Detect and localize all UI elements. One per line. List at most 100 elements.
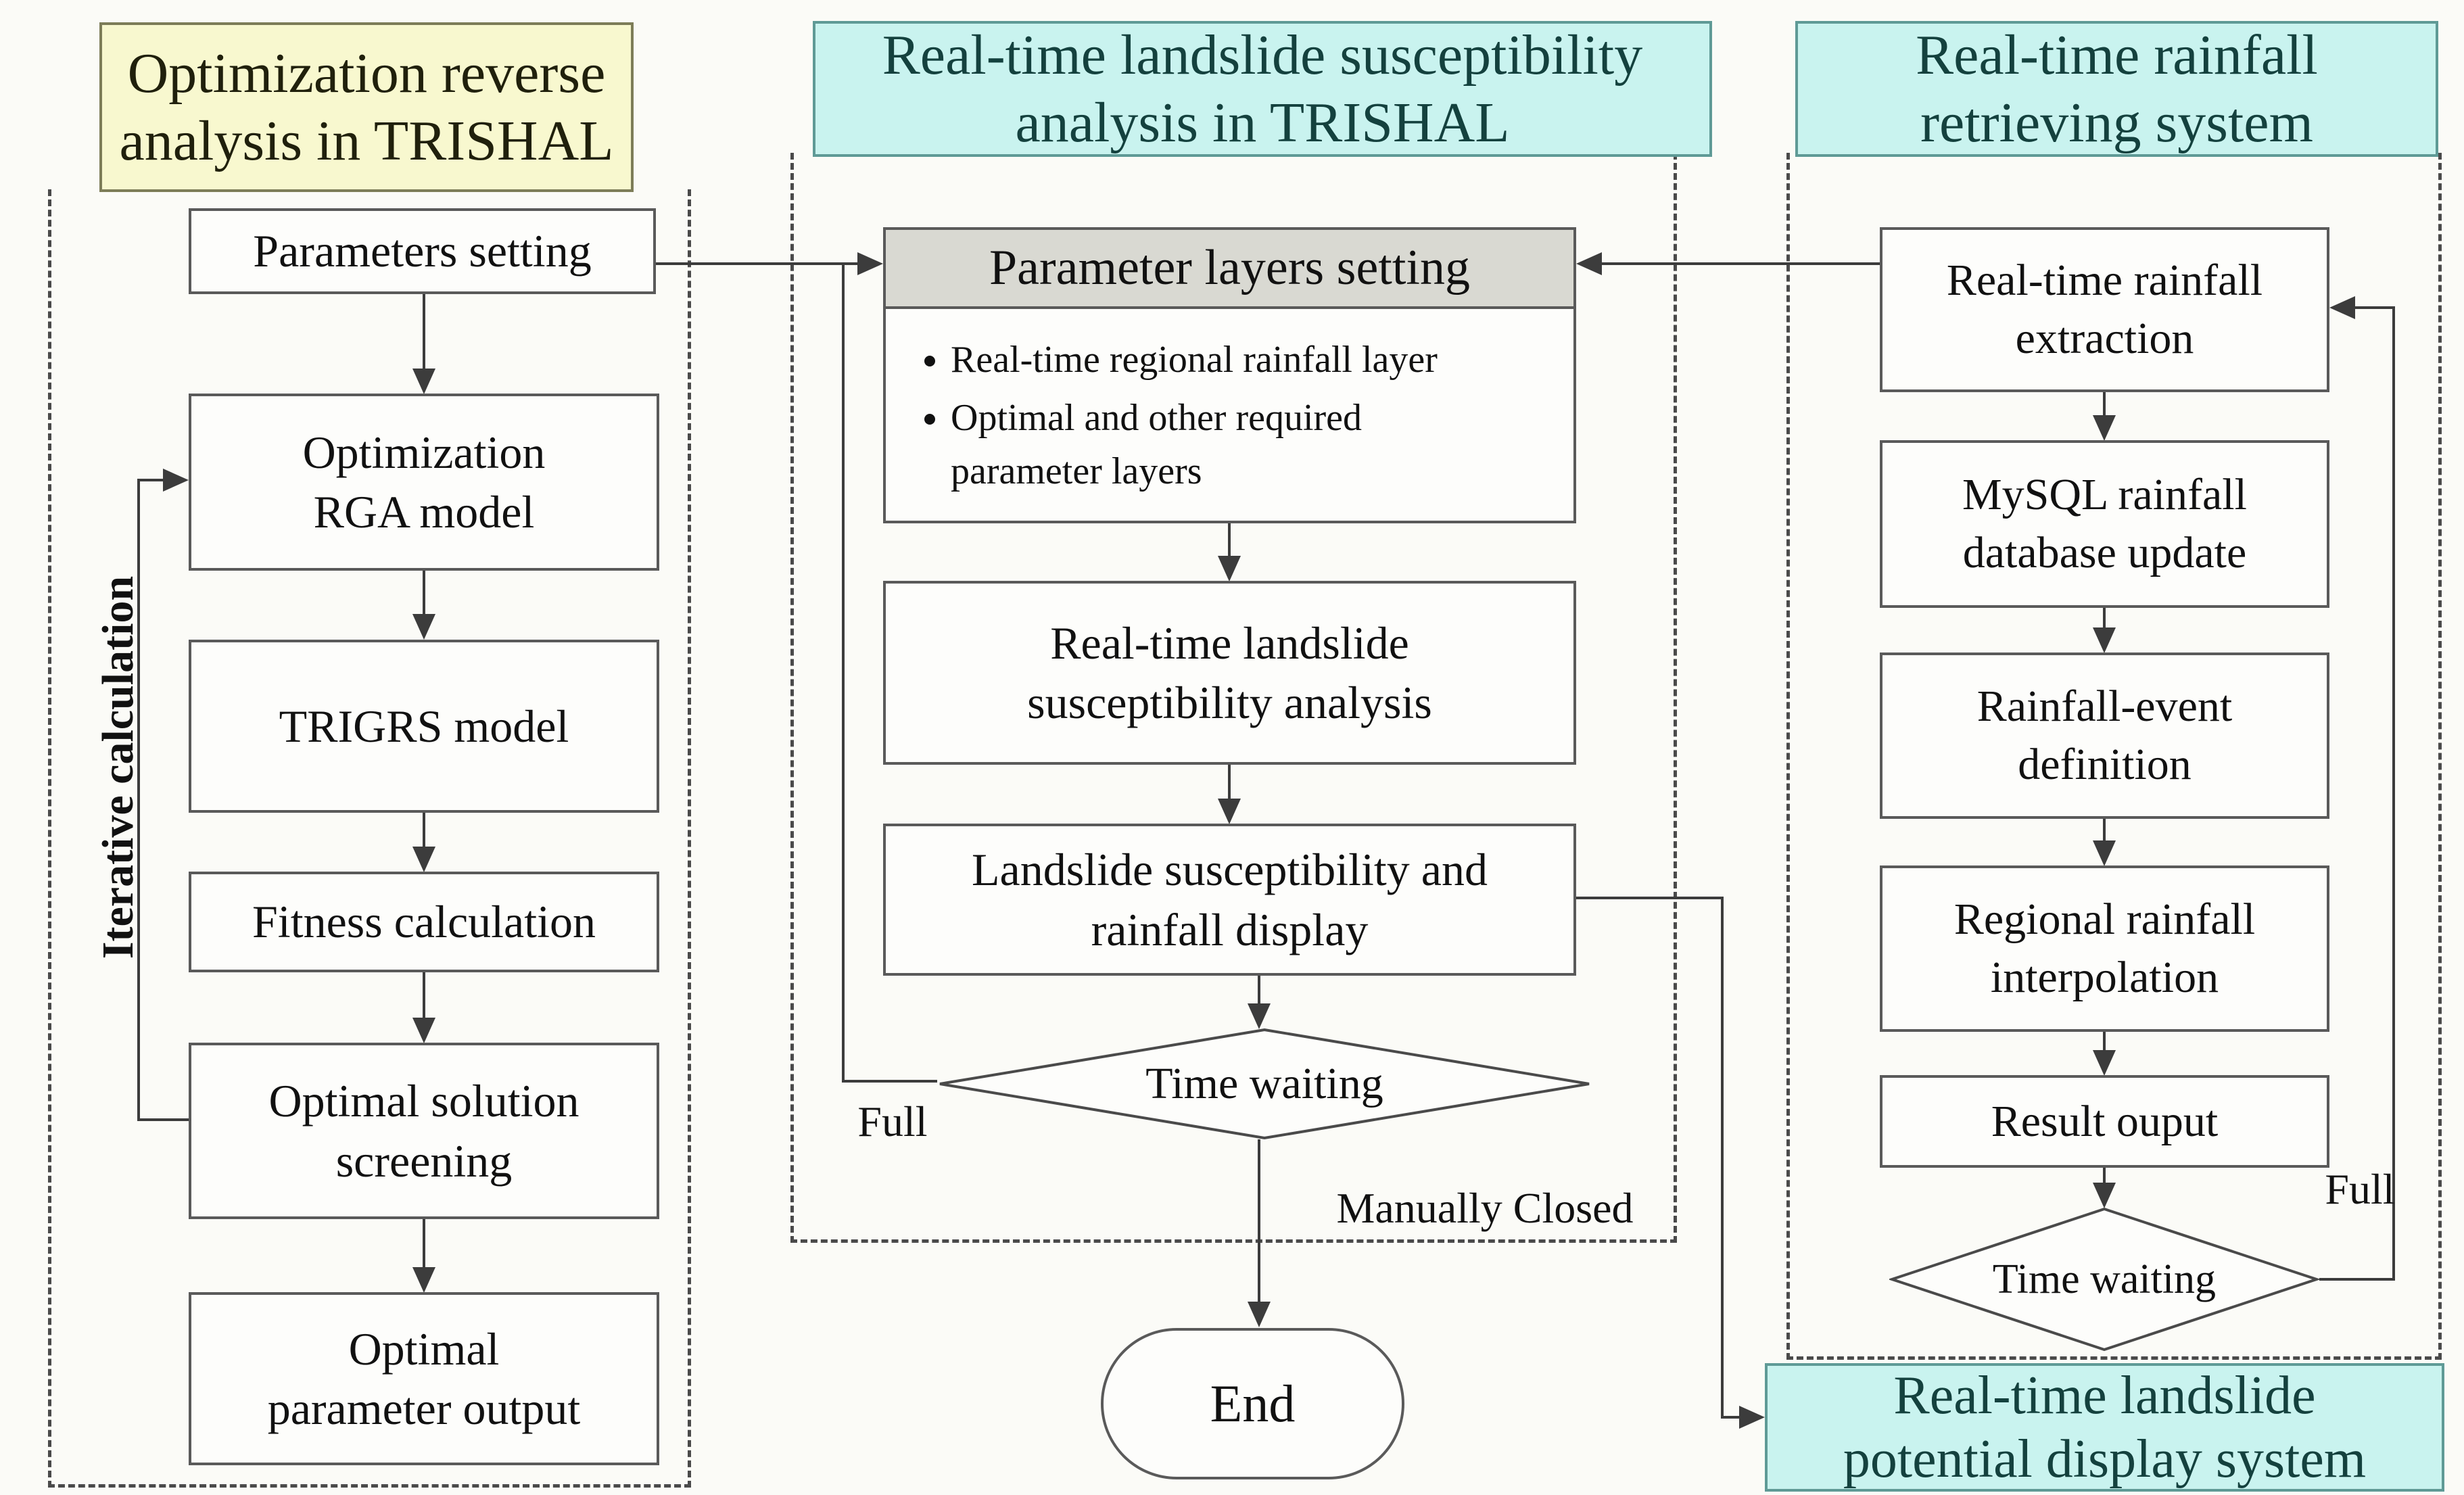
node-susceptibility-analysis-label: Real-time landslide susceptibility analy…	[1027, 617, 1432, 728]
node-end-label: End	[1210, 1374, 1296, 1433]
right-full-loop-bottom-line	[2319, 1278, 2394, 1281]
arrowhead-right-2	[2093, 627, 2116, 653]
node-trigrs-model-label: TRIGRS model	[279, 700, 569, 752]
node-optimal-solution-screening-label: Optimal solution screening	[268, 1075, 579, 1187]
label-manually-closed-text: Manually Closed	[1336, 1184, 1634, 1232]
node-optimal-parameter-output-label: Optimal parameter output	[267, 1323, 581, 1434]
left-loop-top-line	[137, 479, 166, 481]
node-rainfall-event-definition: Rainfall-event definition	[1880, 652, 2329, 819]
arrowhead-left-2	[412, 614, 435, 640]
node-potential-display-system: Real-time landslide potential display sy…	[1765, 1363, 2444, 1492]
decision-time-waiting-right: Time waiting	[1889, 1208, 2319, 1351]
iterative-calculation-text: Iterative calculation	[93, 575, 143, 959]
bullet-parameter-layers: Optimal and other required parameter lay…	[951, 391, 1424, 499]
arrowhead-left-4	[412, 1018, 435, 1043]
node-rainfall-interpolation-label: Regional rainfall interpolation	[1953, 895, 2256, 1002]
node-susceptibility-display-label: Landslide susceptibility and rainfall di…	[972, 844, 1488, 955]
arrow-middle-1	[1228, 523, 1231, 556]
node-optimization-rga-model: Optimization RGA model	[189, 394, 659, 571]
node-result-output: Result ouput	[1880, 1075, 2329, 1168]
node-rainfall-event-definition-label: Rainfall-event definition	[1976, 682, 2233, 789]
arrow-right-5	[2103, 1168, 2106, 1183]
node-potential-display-system-label: Real-time landslide potential display sy…	[1843, 1365, 2367, 1489]
decision-time-waiting-middle-label: Time waiting	[1145, 1059, 1383, 1108]
display-connector-arrowhead	[1739, 1406, 1765, 1429]
right-full-loop-vertical-line	[2392, 306, 2395, 1281]
parameter-layers-bullet-list: Real-time regional rainfall layer Optima…	[883, 309, 1576, 523]
middle-column-dashed-border	[790, 153, 1677, 1243]
node-optimization-rga-model-label: Optimization RGA model	[302, 426, 546, 538]
arrow-left-4	[423, 972, 425, 1018]
connector-left-to-middle-arrowhead	[857, 252, 883, 275]
decision-time-waiting-right-label: Time waiting	[1992, 1256, 2217, 1302]
arrowhead-to-end	[1248, 1302, 1271, 1327]
middle-full-loop-bottom-line	[842, 1080, 937, 1083]
node-parameters-setting: Parameters setting	[189, 208, 656, 294]
right-full-loop-top-line	[2354, 306, 2394, 309]
right-panel-title: Real-time rainfall retrieving system	[1795, 21, 2438, 157]
node-parameter-layers-setting-label: Parameter layers setting	[989, 240, 1470, 296]
node-susceptibility-display: Landslide susceptibility and rainfall di…	[883, 824, 1576, 976]
label-full-right-text: Full	[2325, 1165, 2395, 1213]
time-waiting-diamond-shape	[939, 1028, 1590, 1139]
node-susceptibility-analysis: Real-time landslide susceptibility analy…	[883, 581, 1576, 765]
arrowhead-left-5	[412, 1267, 435, 1293]
left-panel-title-text: Optimization reverse analysis in TRISHAL	[119, 42, 614, 172]
right-full-loop-arrowhead	[2329, 296, 2355, 319]
arrowhead-left-1	[412, 369, 435, 394]
node-parameter-layers-setting: Parameter layers setting	[883, 227, 1576, 309]
arrowhead-right-4	[2093, 1050, 2116, 1076]
connector-left-to-middle	[656, 262, 859, 265]
right-panel-title-text: Real-time rainfall retrieving system	[1916, 24, 2318, 154]
arrow-left-1	[423, 294, 425, 369]
decision-time-waiting-middle: Time waiting	[937, 1028, 1592, 1139]
label-manually-closed: Manually Closed	[1309, 1183, 1661, 1233]
arrowhead-right-3	[2093, 840, 2116, 866]
arrow-middle-3	[1258, 976, 1260, 1003]
node-fitness-calculation: Fitness calculation	[189, 872, 659, 972]
node-mysql-update-label: MySQL rainfall database update	[1962, 470, 2247, 577]
node-result-output-label: Result ouput	[1991, 1096, 2219, 1146]
arrow-right-4	[2103, 1032, 2106, 1050]
bullet-rainfall-layer: Real-time regional rainfall layer	[951, 333, 1560, 387]
node-rainfall-extraction: Real-time rainfall extraction	[1880, 227, 2329, 392]
display-connector-h1	[1576, 897, 1724, 899]
middle-full-loop-vertical-line	[842, 262, 845, 1083]
connector-right-to-middle-arrowhead	[1576, 252, 1602, 275]
arrow-right-3	[2103, 819, 2106, 840]
arrow-left-2	[423, 571, 425, 614]
connector-right-to-middle	[1601, 262, 1880, 265]
node-mysql-update: MySQL rainfall database update	[1880, 440, 2329, 608]
node-trigrs-model: TRIGRS model	[189, 640, 659, 813]
arrow-middle-2	[1228, 765, 1231, 799]
arrow-left-5	[423, 1219, 425, 1267]
left-panel-title: Optimization reverse analysis in TRISHAL	[99, 22, 634, 192]
label-full-right: Full	[2292, 1164, 2427, 1214]
label-full-middle: Full	[825, 1097, 960, 1147]
arrowhead-left-3	[412, 847, 435, 872]
node-rainfall-extraction-label: Real-time rainfall extraction	[1946, 256, 2263, 363]
arrowhead-right-5	[2093, 1183, 2116, 1208]
arrow-left-3	[423, 813, 425, 847]
label-full-middle-text: Full	[857, 1097, 928, 1145]
arrow-right-1	[2103, 392, 2106, 415]
node-parameters-setting-label: Parameters setting	[253, 225, 592, 277]
line-diamond-to-end	[1258, 1139, 1260, 1302]
arrowhead-middle-3	[1248, 1003, 1271, 1029]
middle-panel-title: Real-time landslide susceptibility analy…	[813, 21, 1712, 157]
arrow-right-2	[2103, 608, 2106, 627]
right-column-dashed-border	[1786, 153, 2442, 1360]
left-loop-bottom-line	[137, 1118, 189, 1121]
middle-panel-title-text: Real-time landslide susceptibility analy…	[882, 24, 1643, 154]
node-fitness-calculation-label: Fitness calculation	[252, 896, 596, 948]
display-connector-h2	[1721, 1416, 1742, 1419]
left-loop-arrowhead	[163, 469, 189, 492]
node-optimal-solution-screening: Optimal solution screening	[189, 1043, 659, 1219]
arrowhead-middle-2	[1218, 799, 1241, 824]
node-optimal-parameter-output: Optimal parameter output	[189, 1292, 659, 1465]
iterative-calculation-label: Iterative calculation	[93, 463, 147, 1072]
arrowhead-middle-1	[1218, 556, 1241, 582]
node-end: End	[1101, 1328, 1404, 1479]
time-waiting-right-diamond-shape	[1889, 1208, 2319, 1351]
arrowhead-right-1	[2093, 415, 2116, 441]
